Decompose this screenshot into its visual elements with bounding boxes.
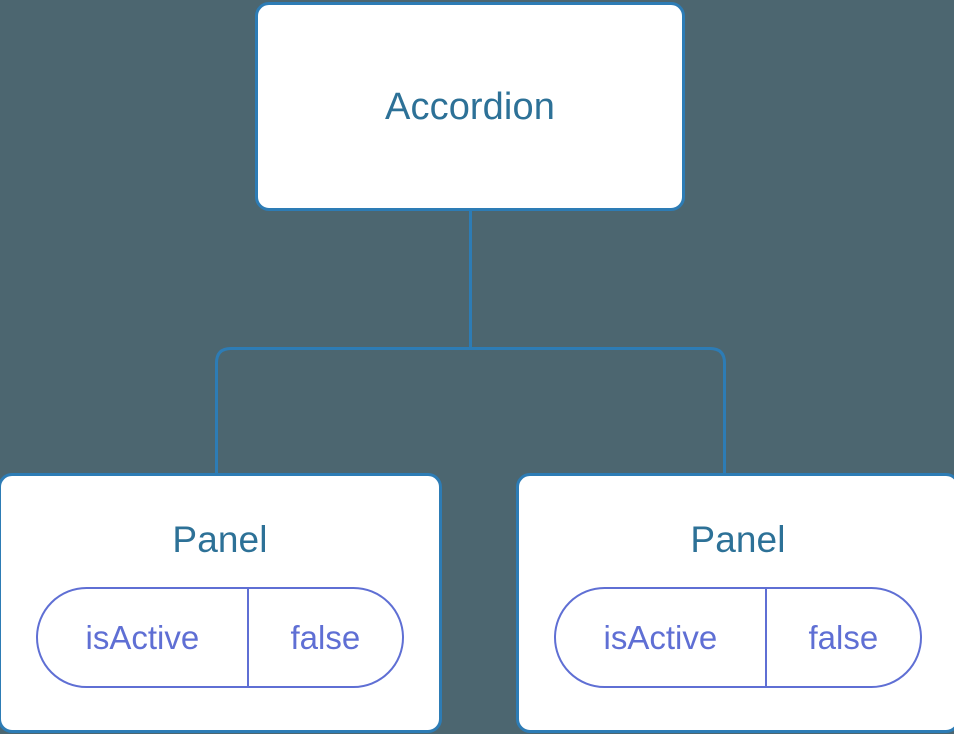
node-panel-left-title: Panel: [172, 519, 268, 560]
node-accordion-title: Accordion: [385, 85, 555, 128]
state-pill-key: isActive: [556, 589, 767, 686]
state-pill-value: false: [808, 619, 879, 656]
connector-branch-bus: [215, 347, 726, 473]
node-panel-left[interactable]: Panel isActive false: [0, 473, 442, 733]
state-pill-value: false: [290, 619, 361, 656]
state-pill-panel-right[interactable]: isActive false: [554, 587, 922, 688]
node-panel-right[interactable]: Panel isActive false: [516, 473, 954, 733]
state-pill-key: isActive: [38, 589, 249, 686]
state-pill-panel-left[interactable]: isActive false: [36, 587, 404, 688]
node-accordion[interactable]: Accordion: [255, 2, 685, 211]
node-panel-right-title: Panel: [690, 519, 786, 560]
